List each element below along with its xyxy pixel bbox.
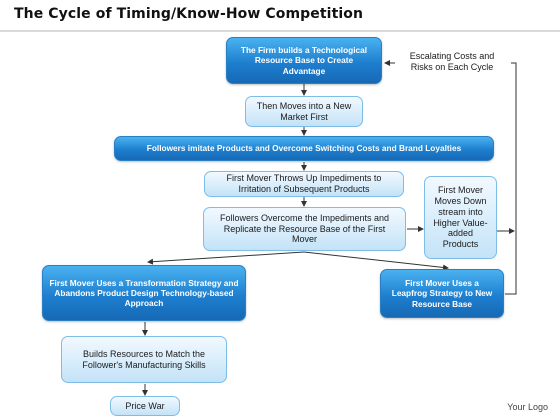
page-title: The Cycle of Timing/Know-How Competition — [14, 6, 364, 22]
logo-placeholder: Your Logo — [507, 402, 548, 412]
node-moves-downstream: First Mover Moves Down stream into Highe… — [424, 176, 497, 259]
title-divider — [0, 30, 560, 32]
node-price-war: Price War — [110, 396, 180, 416]
node-builds-resources: Builds Resources to Match the Follower's… — [61, 336, 227, 383]
node-followers-overcome: Followers Overcome the Impediments and R… — [203, 207, 406, 251]
feedback-loop-line — [505, 62, 517, 295]
node-firm-builds: The Firm builds a Technological Resource… — [226, 37, 382, 84]
arrow-overcome-to-transformation — [147, 251, 305, 265]
side-note-escalating-costs: Escalating Costs and Risks on Each Cycle — [409, 51, 495, 72]
node-new-market: Then Moves into a New Market First — [245, 96, 363, 127]
arrow-overcome-to-leapfrog — [303, 251, 449, 271]
node-leapfrog-strategy: First Mover Uses a Leapfrog Strategy to … — [380, 269, 504, 318]
node-followers-imitate: Followers imitate Products and Overcome … — [114, 136, 494, 161]
node-transformation-strategy: First Mover Uses a Transformation Strate… — [42, 265, 246, 321]
node-first-mover-impediments: First Mover Throws Up Impediments to Irr… — [204, 171, 404, 197]
